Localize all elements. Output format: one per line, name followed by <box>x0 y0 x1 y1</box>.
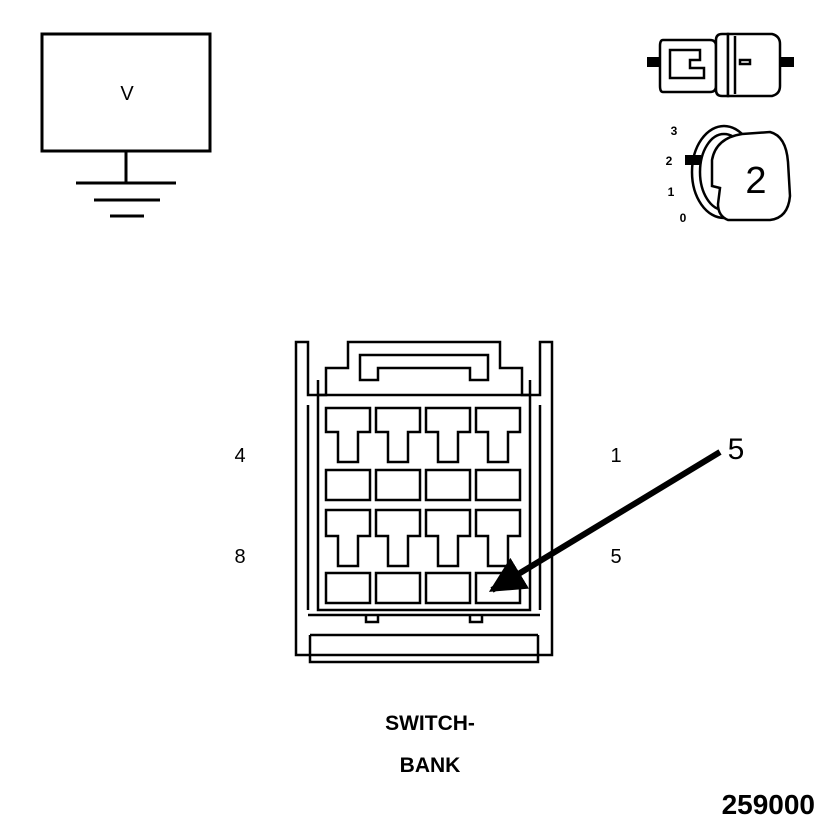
figure-id: 259000 <box>722 789 815 820</box>
connector-face <box>294 340 554 664</box>
ignition-position-2: 2 <box>666 154 673 168</box>
connector-name-line2: BANK <box>400 754 461 777</box>
pin-label-bottom-left: 8 <box>234 546 245 568</box>
voltmeter-symbol: V <box>40 32 212 218</box>
pin-label-top-left: 4 <box>234 445 245 467</box>
ignition-selected-position: 2 <box>745 160 766 202</box>
ignition-position-3: 3 <box>671 124 678 138</box>
ignition-position-1: 1 <box>668 185 675 199</box>
voltmeter-label: V <box>120 83 134 105</box>
pin-label-bottom-right: 5 <box>610 546 621 568</box>
callout-number: 5 <box>728 433 745 466</box>
callout-arrow <box>488 449 722 593</box>
ignition-position-0: 0 <box>680 211 687 225</box>
pin-label-top-right: 1 <box>610 445 621 467</box>
ignition-pointer <box>685 155 701 165</box>
voltmeter-box <box>40 32 212 153</box>
ground-icon <box>76 151 176 218</box>
connector-disconnected-icon <box>647 32 794 98</box>
ignition-switch-icon: 3 2 1 0 2 <box>666 124 792 225</box>
connector-name-line1: SWITCH- <box>385 712 475 735</box>
